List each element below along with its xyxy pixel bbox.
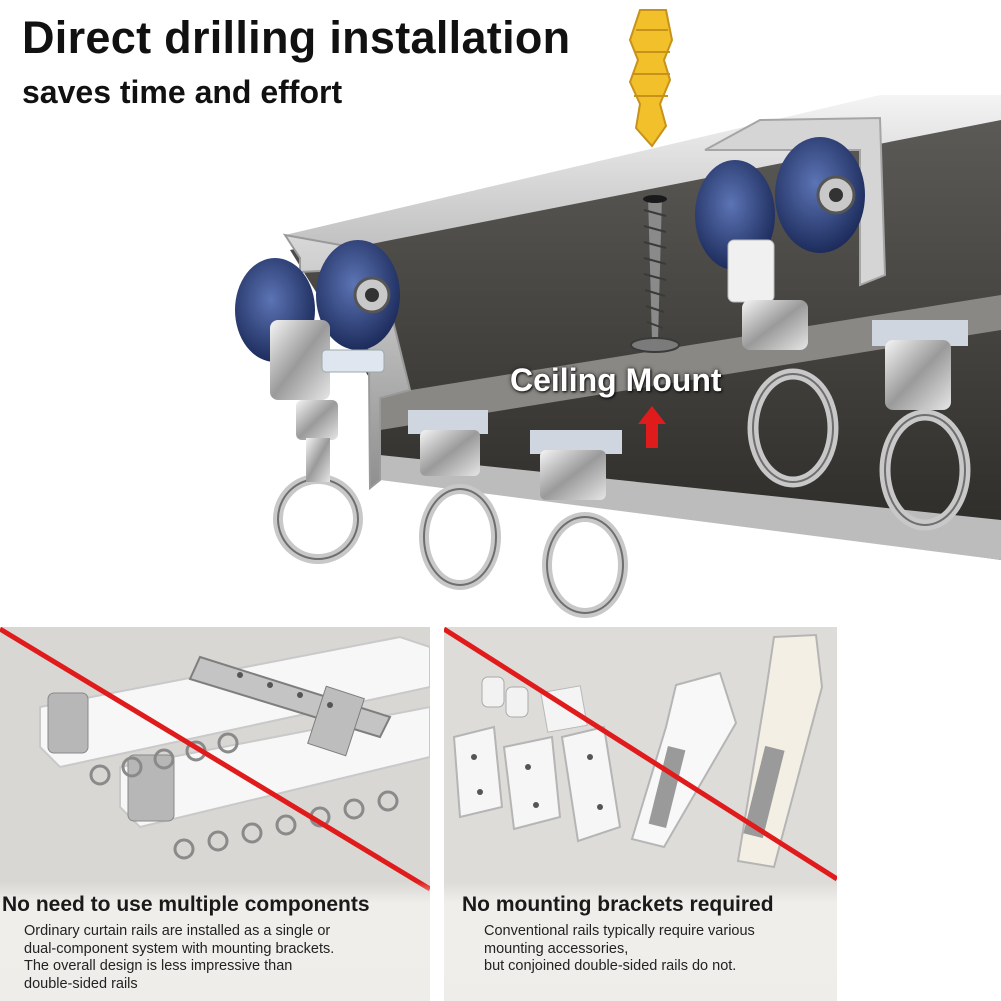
bracket-accessories-illustration xyxy=(444,627,837,882)
comparison-panel-mounting-brackets: No mounting brackets required Convention… xyxy=(444,627,837,1001)
panel-description: Conventional rails typically require var… xyxy=(484,923,755,974)
hook-ring xyxy=(872,320,971,531)
subheadline: saves time and effort xyxy=(22,74,343,110)
rail-illustration xyxy=(235,9,1001,618)
wheel-carriage-right xyxy=(695,137,865,488)
panel-title: No need to use multiple components xyxy=(2,893,370,916)
strike-line xyxy=(444,627,837,882)
screw-icon xyxy=(630,195,680,353)
caption-box xyxy=(0,882,430,1001)
hook-ring xyxy=(530,430,628,618)
caption-box xyxy=(444,882,837,1001)
headline: Direct drilling installation xyxy=(22,12,571,63)
wheel-carriage-left xyxy=(235,240,400,564)
ceiling-mount-label: Ceiling Mount xyxy=(510,362,722,398)
ordinary-rail-illustration xyxy=(0,627,430,892)
panel-title: No mounting brackets required xyxy=(462,893,774,916)
strike-line xyxy=(0,627,430,892)
comparison-panel-multiple-components: No need to use multiple components Ordin… xyxy=(0,627,430,1001)
panel-description: Ordinary curtain rails are installed as … xyxy=(24,923,335,992)
hook-ring xyxy=(408,410,501,590)
up-arrow-icon xyxy=(638,406,666,448)
wall-anchor-icon xyxy=(628,9,674,148)
